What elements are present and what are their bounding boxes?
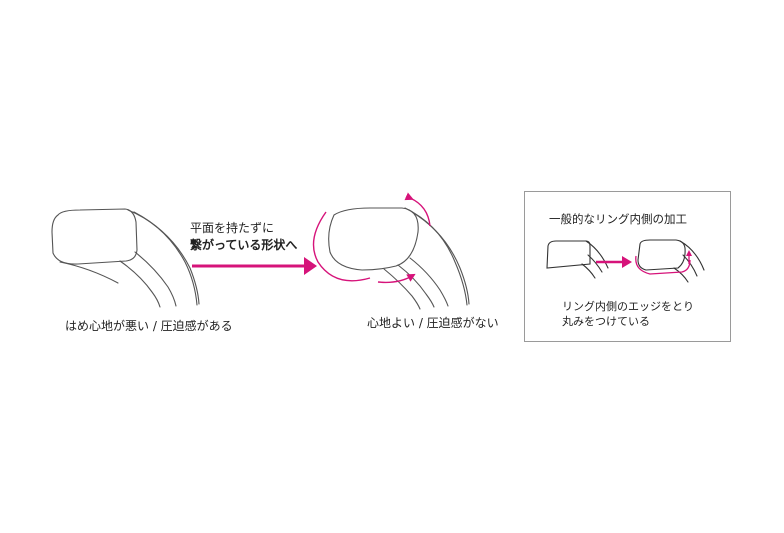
inset-title: 一般的なリング内側の加工 (549, 212, 687, 226)
rounding-indicator-arc-bottom (377, 273, 416, 284)
transition-arrowhead (304, 257, 317, 275)
arrow-caption-line2: 繋がっている形状へ (190, 238, 298, 252)
rounding-indicator-arc (312, 211, 371, 282)
inset-rounding-mark (635, 255, 691, 275)
inset-ring-after (637, 239, 705, 283)
inset-ring-before (546, 240, 609, 279)
inset-note-line1: リング内側のエッジをとり (562, 300, 694, 313)
ring-flat-profile (51, 208, 200, 308)
inset-note-line2: 丸みをつけている (562, 315, 650, 328)
arrow-caption-line1: 平面を持たずに (190, 221, 275, 235)
left-caption: はめ心地が悪い / 圧迫感がある (65, 319, 233, 333)
inset-arrowhead (622, 256, 632, 268)
rounding-indicator-arc-top (404, 192, 431, 227)
ring-rounded-profile (328, 207, 470, 310)
middle-caption: 心地よい / 圧迫感がない (367, 316, 499, 330)
